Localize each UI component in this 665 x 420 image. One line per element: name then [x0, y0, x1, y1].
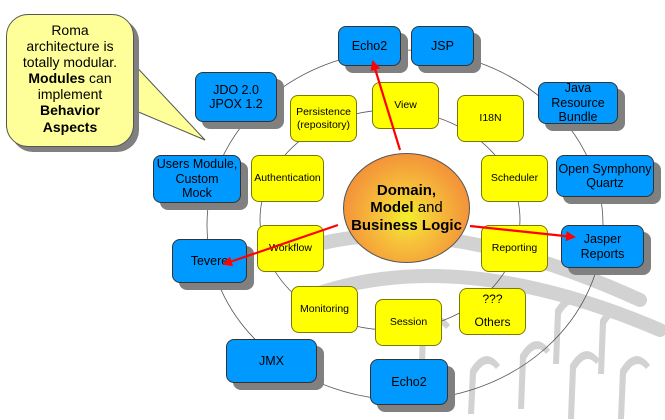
- watermark-arch: [468, 356, 500, 414]
- module-i18n: I18N: [457, 95, 524, 142]
- impl-label: Jasper Reports: [580, 232, 625, 261]
- module-session: Session: [375, 299, 442, 346]
- core-domain-hub: Domain, Model and Business Logic: [343, 153, 470, 263]
- impl-echo2-bottom: Echo2: [370, 359, 448, 405]
- callout-line: Modules can: [7, 70, 133, 86]
- module-label: Session: [389, 316, 428, 329]
- callout-bubble: Roma architecture is totally modular. Mo…: [6, 14, 134, 147]
- callout-line: Aspects: [7, 119, 133, 135]
- arrow-to-echo2: [370, 60, 402, 151]
- callout-bold: Aspects: [42, 118, 98, 135]
- arrow-to-tevere: [222, 223, 339, 267]
- callout-line: totally modular.: [22, 54, 118, 71]
- impl-label: Echo2: [391, 374, 427, 389]
- module-label: Reporting: [491, 242, 538, 255]
- impl-label: JSP: [431, 38, 454, 53]
- watermark-arch: [568, 351, 600, 419]
- callout-line: Roma: [51, 22, 89, 38]
- hub-label: Domain, Model and Business Logic: [351, 182, 462, 234]
- module-label: Persistence(repository): [296, 106, 351, 131]
- module-label: ???Others: [474, 292, 511, 330]
- watermark-arch: [618, 356, 650, 419]
- callout-bold: Modules: [28, 70, 86, 87]
- module-label: Scheduler: [490, 172, 539, 185]
- watermark-arch: [598, 306, 630, 374]
- module-others: ???Others: [459, 288, 526, 335]
- module-monitoring: Monitoring: [291, 286, 358, 333]
- watermark-arch: [518, 341, 550, 409]
- callout-line: Behavior: [7, 102, 133, 118]
- module-persistence: Persistence(repository): [290, 95, 357, 142]
- callout-bold: Behavior: [40, 102, 100, 119]
- callout-text: can: [85, 70, 112, 87]
- callout-line: architecture is: [26, 38, 114, 55]
- module-label: Monitoring: [299, 303, 350, 316]
- impl-jsp: JSP: [411, 26, 474, 66]
- callout-line: implement: [37, 86, 103, 103]
- module-scheduler: Scheduler: [481, 155, 548, 202]
- module-label: I18N: [479, 112, 502, 125]
- watermark-arch: [553, 296, 585, 364]
- impl-jmx: JMX: [226, 339, 317, 383]
- impl-label: JMX: [259, 353, 284, 368]
- module-authentication: Authentication: [251, 155, 324, 202]
- impl-label: Echo2: [351, 38, 388, 53]
- arrow-to-jasper: [469, 224, 576, 242]
- module-view: View: [372, 82, 439, 129]
- module-label: View: [394, 99, 417, 112]
- impl-echo2-top: Echo2: [338, 26, 401, 66]
- impl-label: Tevere: [190, 253, 229, 268]
- module-label: Authentication: [254, 172, 321, 185]
